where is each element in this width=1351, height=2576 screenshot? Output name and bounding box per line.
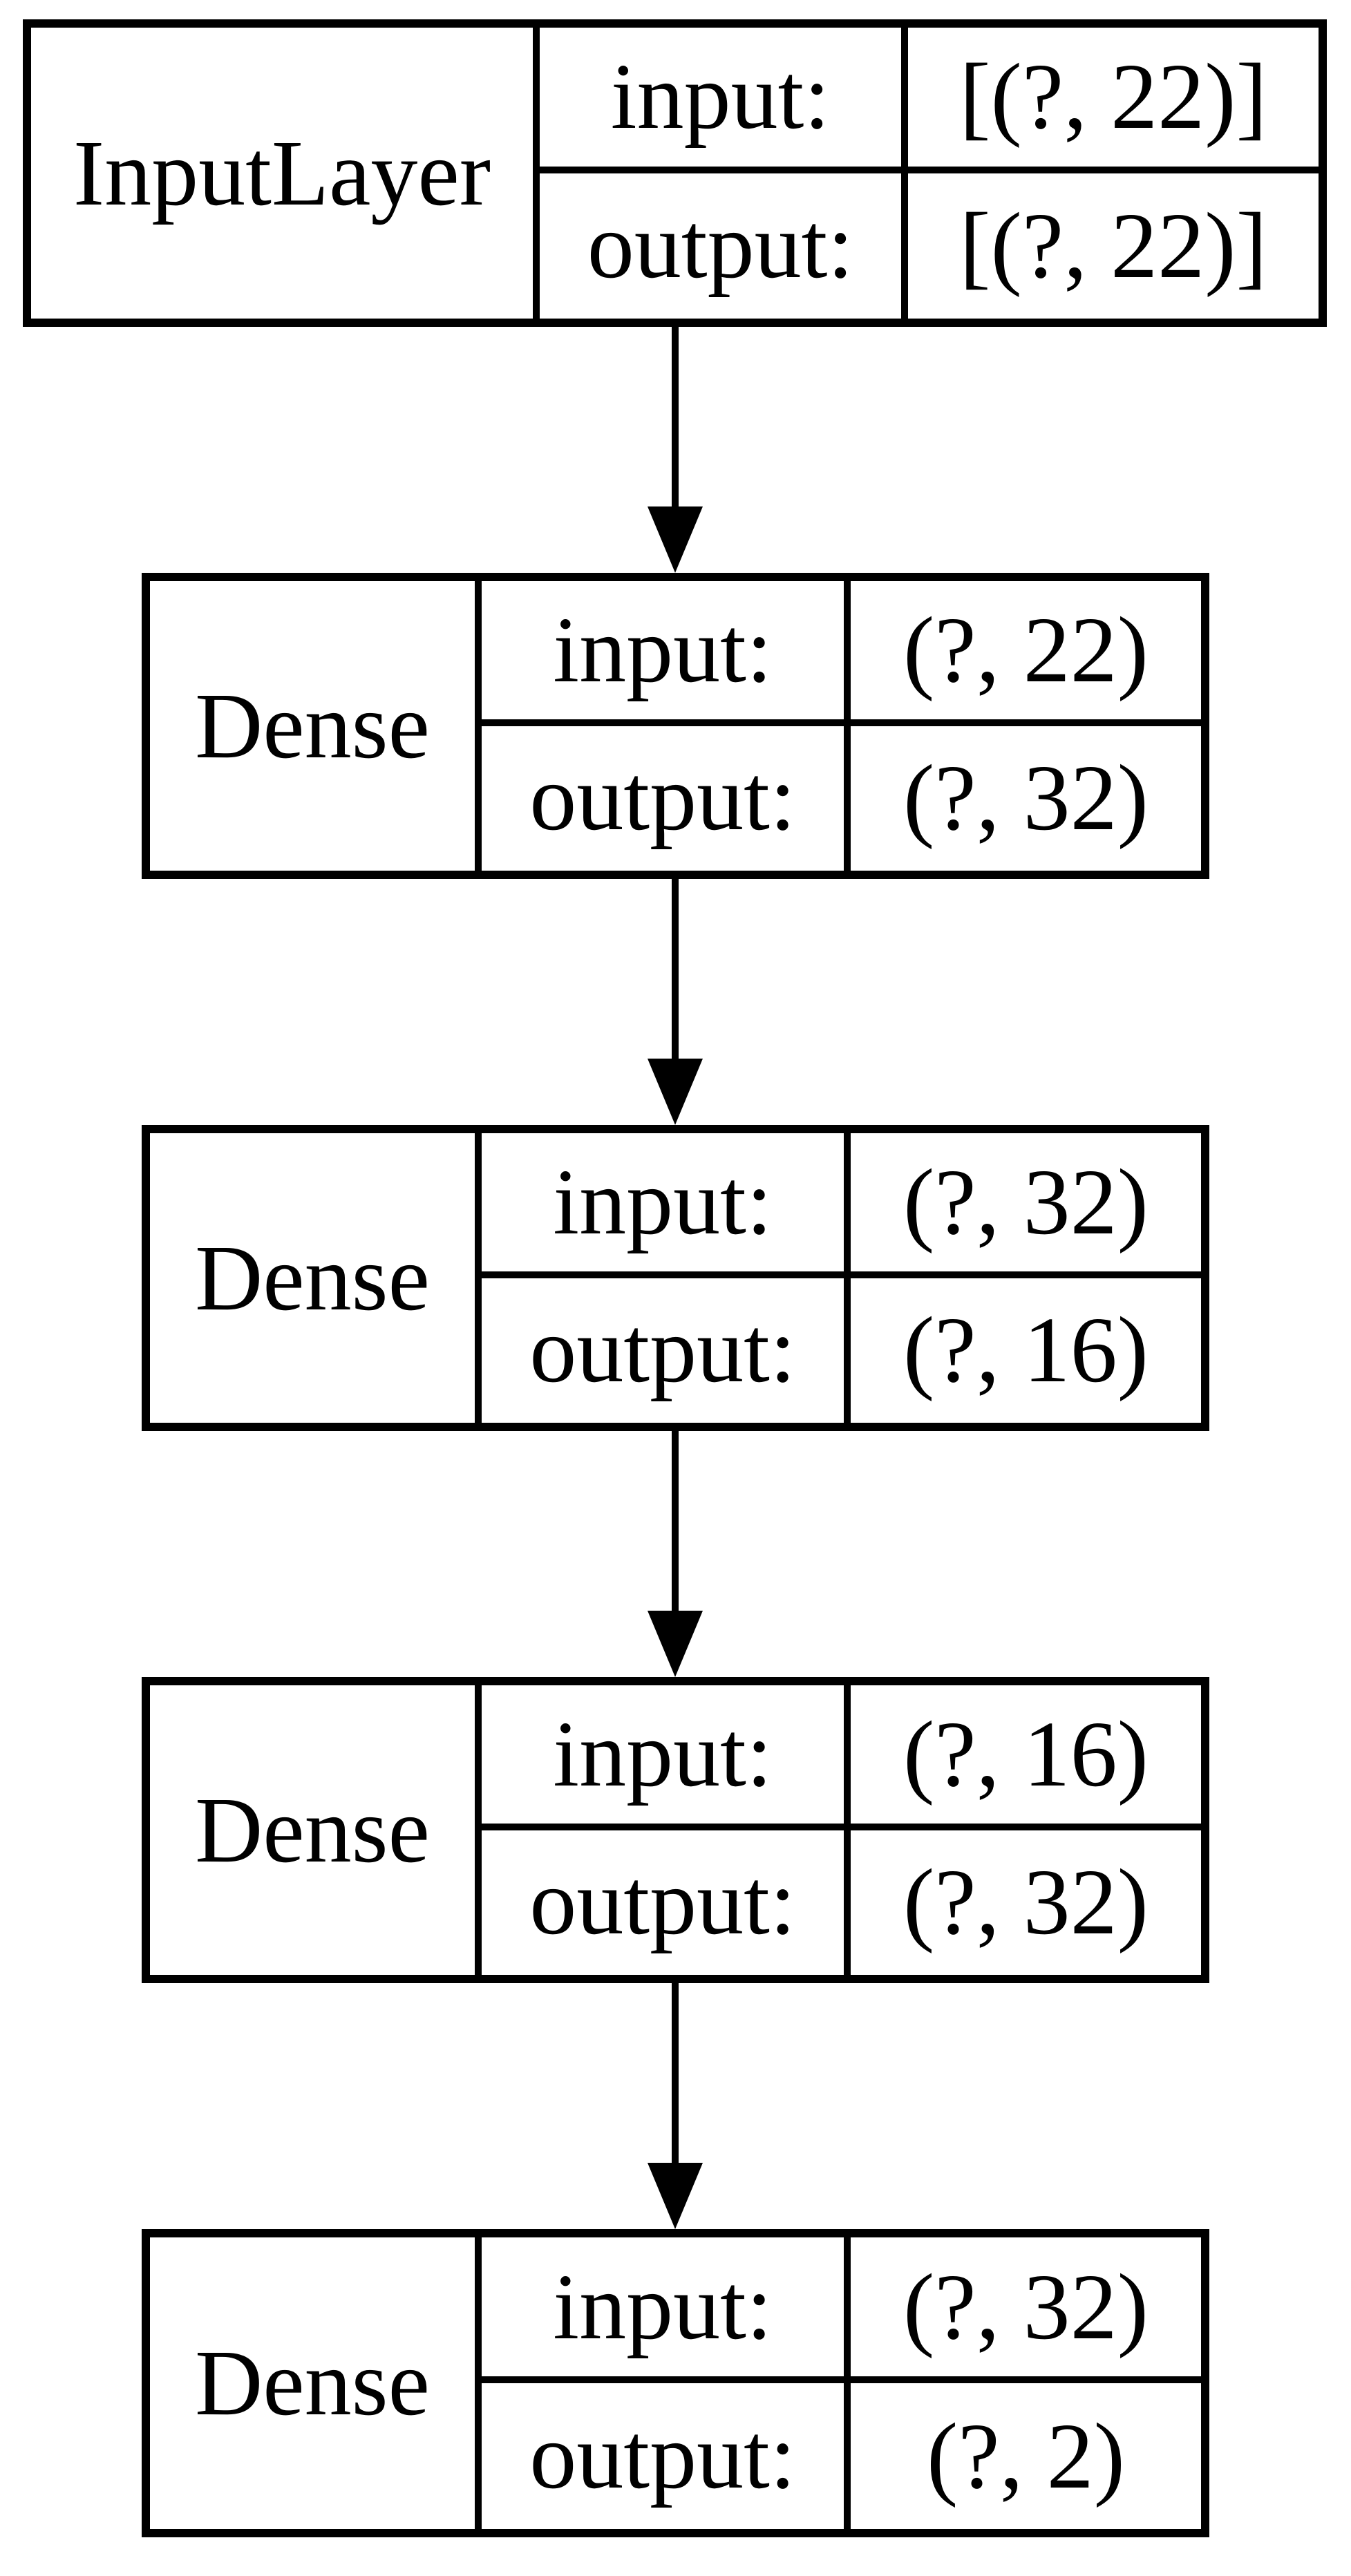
layer-node-dense-3: Dense input: (?, 16) output: (?, 32) xyxy=(142,1677,1209,1983)
layer-type-label: Dense xyxy=(150,2237,482,2529)
output-shape-value: (?, 16) xyxy=(851,1278,1201,1423)
output-label: output: xyxy=(482,726,851,871)
arrowhead-down-icon xyxy=(648,2163,703,2229)
layer-node-dense-2: Dense input: (?, 32) output: (?, 16) xyxy=(142,1125,1209,1431)
input-shape-value: [(?, 22)] xyxy=(908,28,1319,173)
output-label: output: xyxy=(482,1278,851,1423)
layer-type-label: Dense xyxy=(150,581,482,871)
connector-line xyxy=(672,327,679,506)
output-shape-value: (?, 2) xyxy=(851,2383,1201,2529)
layer-type-label: Dense xyxy=(150,1133,482,1423)
connector-line xyxy=(672,879,679,1059)
layer-node-dense-1: Dense input: (?, 22) output: (?, 32) xyxy=(142,573,1209,879)
arrowhead-down-icon xyxy=(648,506,703,573)
output-label: output: xyxy=(482,1830,851,1975)
output-shape-value: [(?, 22)] xyxy=(908,173,1319,319)
input-label: input: xyxy=(482,581,851,726)
output-label: output: xyxy=(540,173,908,319)
input-shape-value: (?, 32) xyxy=(851,1133,1201,1278)
connector-line xyxy=(672,1983,679,2163)
input-shape-value: (?, 22) xyxy=(851,581,1201,726)
output-shape-value: (?, 32) xyxy=(851,726,1201,871)
input-label: input: xyxy=(540,28,908,173)
output-label: output: xyxy=(482,2383,851,2529)
input-shape-value: (?, 32) xyxy=(851,2237,1201,2383)
layer-type-label: Dense xyxy=(150,1685,482,1975)
output-shape-value: (?, 32) xyxy=(851,1830,1201,1975)
arrowhead-down-icon xyxy=(648,1611,703,1677)
input-shape-value: (?, 16) xyxy=(851,1685,1201,1830)
input-label: input: xyxy=(482,2237,851,2383)
layer-type-label: InputLayer xyxy=(31,28,540,319)
layer-node-dense-4: Dense input: (?, 32) output: (?, 2) xyxy=(142,2229,1209,2537)
input-label: input: xyxy=(482,1685,851,1830)
layer-node-inputlayer: InputLayer input: [(?, 22)] output: [(?,… xyxy=(23,19,1327,327)
connector-line xyxy=(672,1431,679,1611)
input-label: input: xyxy=(482,1133,851,1278)
arrowhead-down-icon xyxy=(648,1059,703,1125)
